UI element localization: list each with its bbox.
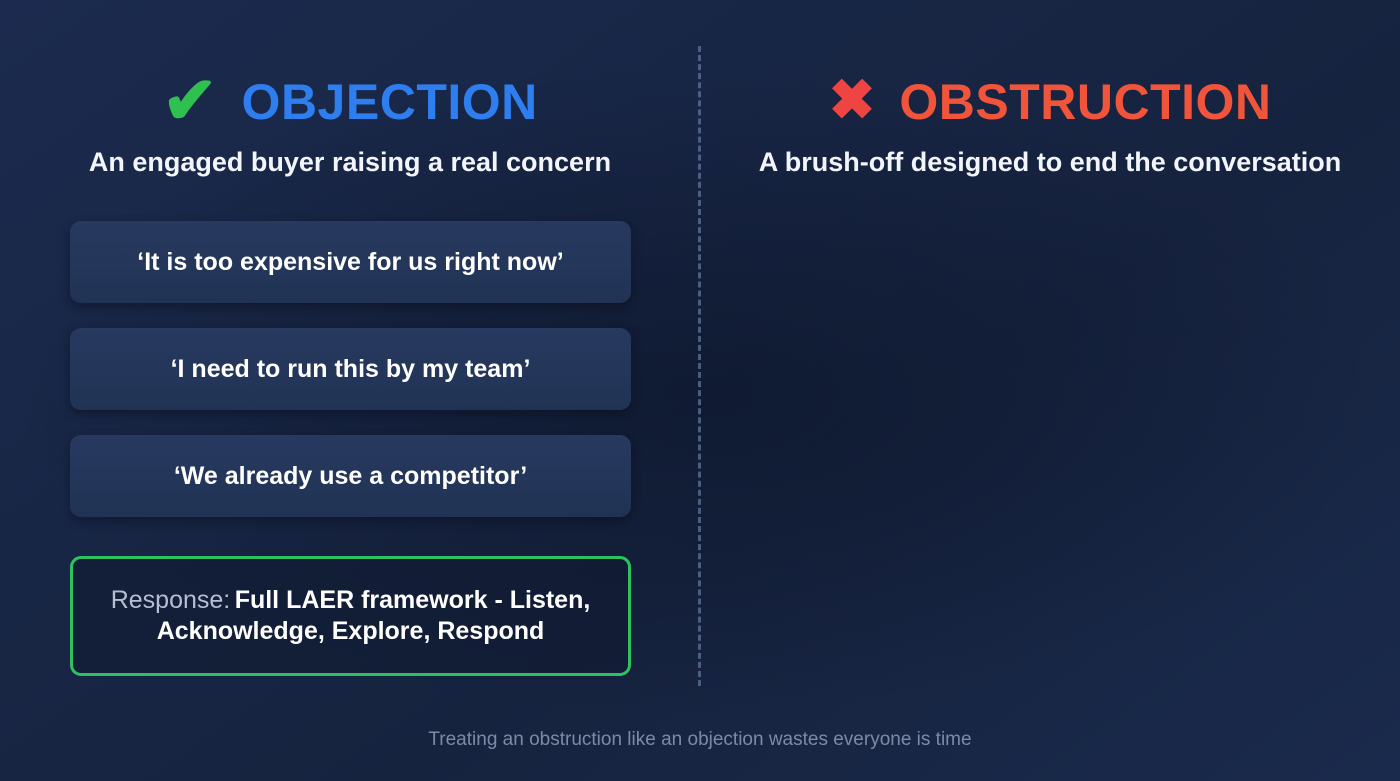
objection-response-box[interactable]: Response: Full LAER framework - Listen, …	[70, 556, 631, 676]
objection-card-2[interactable]: ‘I need to run this by my team’	[70, 328, 631, 410]
obstruction-title: OBSTRUCTION	[899, 74, 1272, 130]
column-objection: ✔ OBJECTION An engaged buyer raising a r…	[0, 64, 700, 676]
check-icon: ✔	[162, 63, 218, 137]
objection-header: ✔ OBJECTION	[0, 64, 700, 140]
column-divider	[698, 46, 701, 686]
objection-response-text: Full LAER framework - Listen, Acknowledg…	[156, 585, 591, 645]
footer-note: Treating an obstruction like an objectio…	[428, 729, 972, 750]
column-obstruction: ✖ OBSTRUCTION A brush-off designed to en…	[700, 0, 1400, 781]
objection-card-1[interactable]: ‘It is too expensive for us right now’	[70, 221, 631, 303]
objection-title: OBJECTION	[241, 74, 538, 130]
obstruction-header: ✖ OBSTRUCTION	[700, 64, 1400, 140]
cross-icon: ✖	[828, 68, 876, 131]
objection-response-label: Response:	[110, 585, 231, 614]
objection-card-3[interactable]: ‘We already use a competitor’	[70, 435, 631, 517]
obstruction-subtitle: A brush-off designed to end the conversa…	[758, 147, 1342, 177]
objection-card-list: ‘It is too expensive for us right now’ ‘…	[70, 221, 631, 517]
objection-subtitle: An engaged buyer raising a real concern	[88, 147, 612, 177]
